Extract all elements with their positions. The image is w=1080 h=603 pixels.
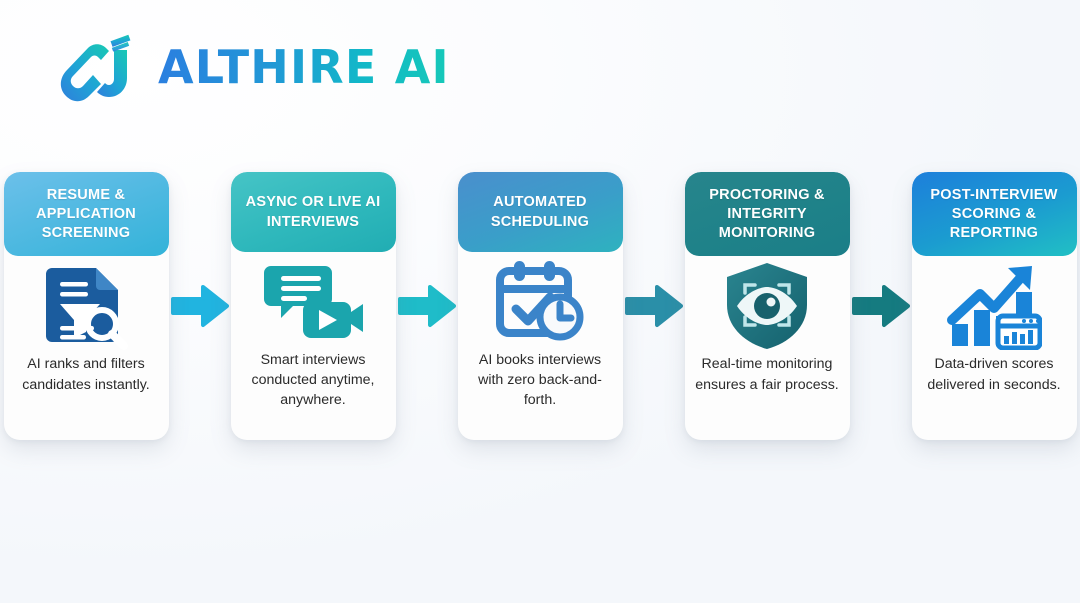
flow-step-title-3: AUTOMATED SCHEDULING (457, 172, 623, 252)
arrow-step-3-to-4 (623, 172, 685, 440)
arrow-step-1-to-2 (169, 172, 231, 440)
flow-step-title-4: PROCTORING & INTEGRITY MONITORING (684, 172, 850, 257)
brand-name: ALTHIRE AI (158, 40, 450, 94)
flow-step-description-4: Real-time monitoring ensures a fair proc… (695, 356, 839, 393)
arrow-step-2-to-3 (396, 172, 458, 440)
flow-step-card-4[interactable]: PROCTORING & INTEGRITY MONITORING (684, 172, 850, 440)
shield-eye-scan-icon (721, 258, 813, 354)
flow-step-card-1[interactable]: RESUME & APPLICATION SCREENING AI ranks … (3, 172, 169, 440)
flow-step-description-2: Smart interviews conducted anytime, anyw… (251, 352, 375, 409)
flow-step-title-2: ASYNC OR LIVE AI INTERVIEWS (230, 172, 396, 252)
flow-step-card-2[interactable]: ASYNC OR LIVE AI INTERVIEWS Smart interv… (230, 172, 396, 440)
flow-step-title-5: POST-INTERVIEW SCORING & REPORTING (911, 172, 1077, 257)
flow-step-card-3[interactable]: AUTOMATED SCHEDULING AI books interviews… (457, 172, 623, 440)
flow-step-description-3: AI books interviews with zero back-and-f… (478, 352, 602, 409)
process-flow: RESUME & APPLICATION SCREENING AI ranks … (0, 172, 1080, 447)
flow-step-description-5: Data-driven scores delivered in seconds. (927, 356, 1061, 393)
brand-logo: ALTHIRE AI (56, 32, 450, 102)
althire-a-testtube-logo-icon (56, 32, 142, 102)
bar-chart-growth-arrow-icon (946, 258, 1042, 354)
flow-step-card-5[interactable]: POST-INTERVIEW SCORING & REPORTING (911, 172, 1077, 440)
flow-step-title-1: RESUME & APPLICATION SCREENING (3, 172, 169, 257)
flow-step-description-1: AI ranks and filters candidates instantl… (22, 356, 150, 393)
chat-video-camera-icon (263, 254, 363, 350)
arrow-step-4-to-5 (850, 172, 912, 440)
document-funnel-search-icon (38, 258, 134, 354)
calendar-check-clock-icon (492, 254, 588, 350)
